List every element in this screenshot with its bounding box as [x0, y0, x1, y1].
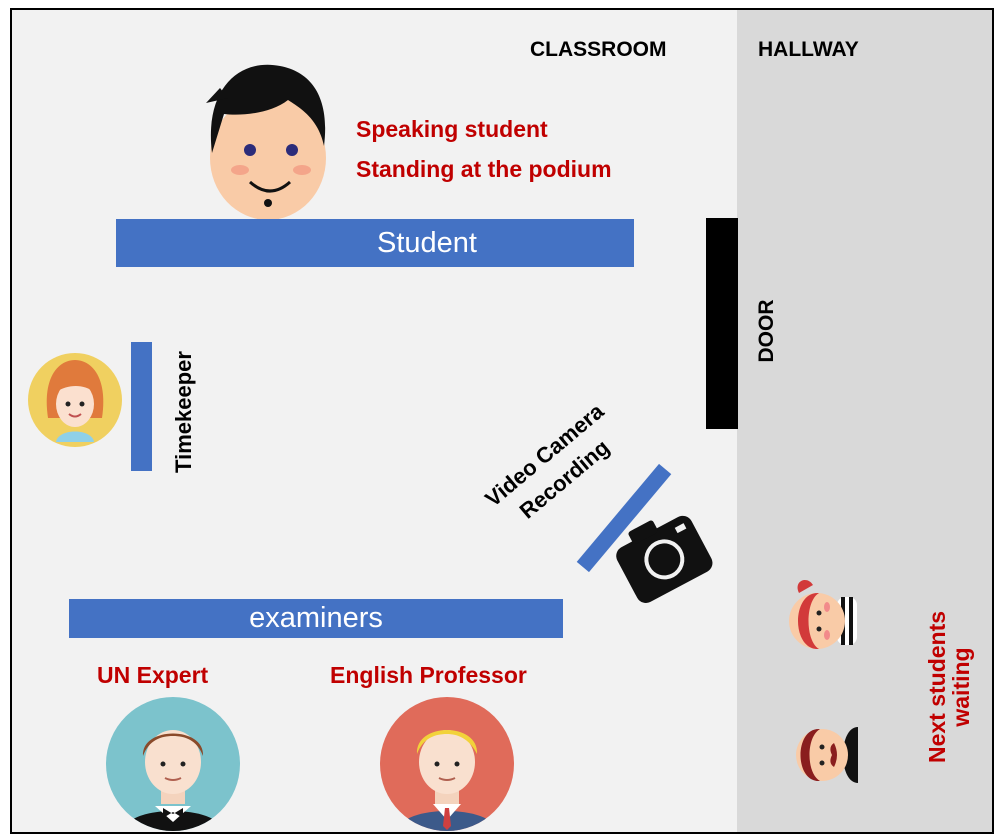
speaker-line-2: Standing at the podium: [356, 156, 612, 182]
timekeeper-desk: [131, 342, 152, 471]
classroom-label: CLASSROOM: [530, 38, 667, 61]
podium-bar: Student: [116, 219, 634, 267]
hallway-label: HALLWAY: [758, 38, 859, 61]
examiner-left-label: UN Expert: [97, 662, 209, 688]
waiting-student-girl-icon: [789, 579, 857, 650]
timekeeper-label: Timekeeper: [171, 351, 196, 473]
examiner-right-label: English Professor: [330, 662, 527, 688]
door: [706, 218, 738, 429]
speaker-line-1: Speaking student: [356, 116, 548, 142]
camera-icon: [616, 515, 713, 603]
timekeeper-icon: [28, 353, 122, 447]
english-professor-icon: [380, 697, 514, 831]
hallway-note-line-2: waiting: [948, 647, 974, 727]
podium-label: Student: [377, 226, 477, 259]
door-label: DOOR: [755, 299, 778, 363]
waiting-student-boy-icon: [796, 727, 858, 783]
examiners-table: examiners: [69, 599, 563, 638]
un-expert-icon: [106, 697, 240, 831]
examiners-label: examiners: [249, 602, 383, 634]
hallway-area: [737, 8, 994, 834]
